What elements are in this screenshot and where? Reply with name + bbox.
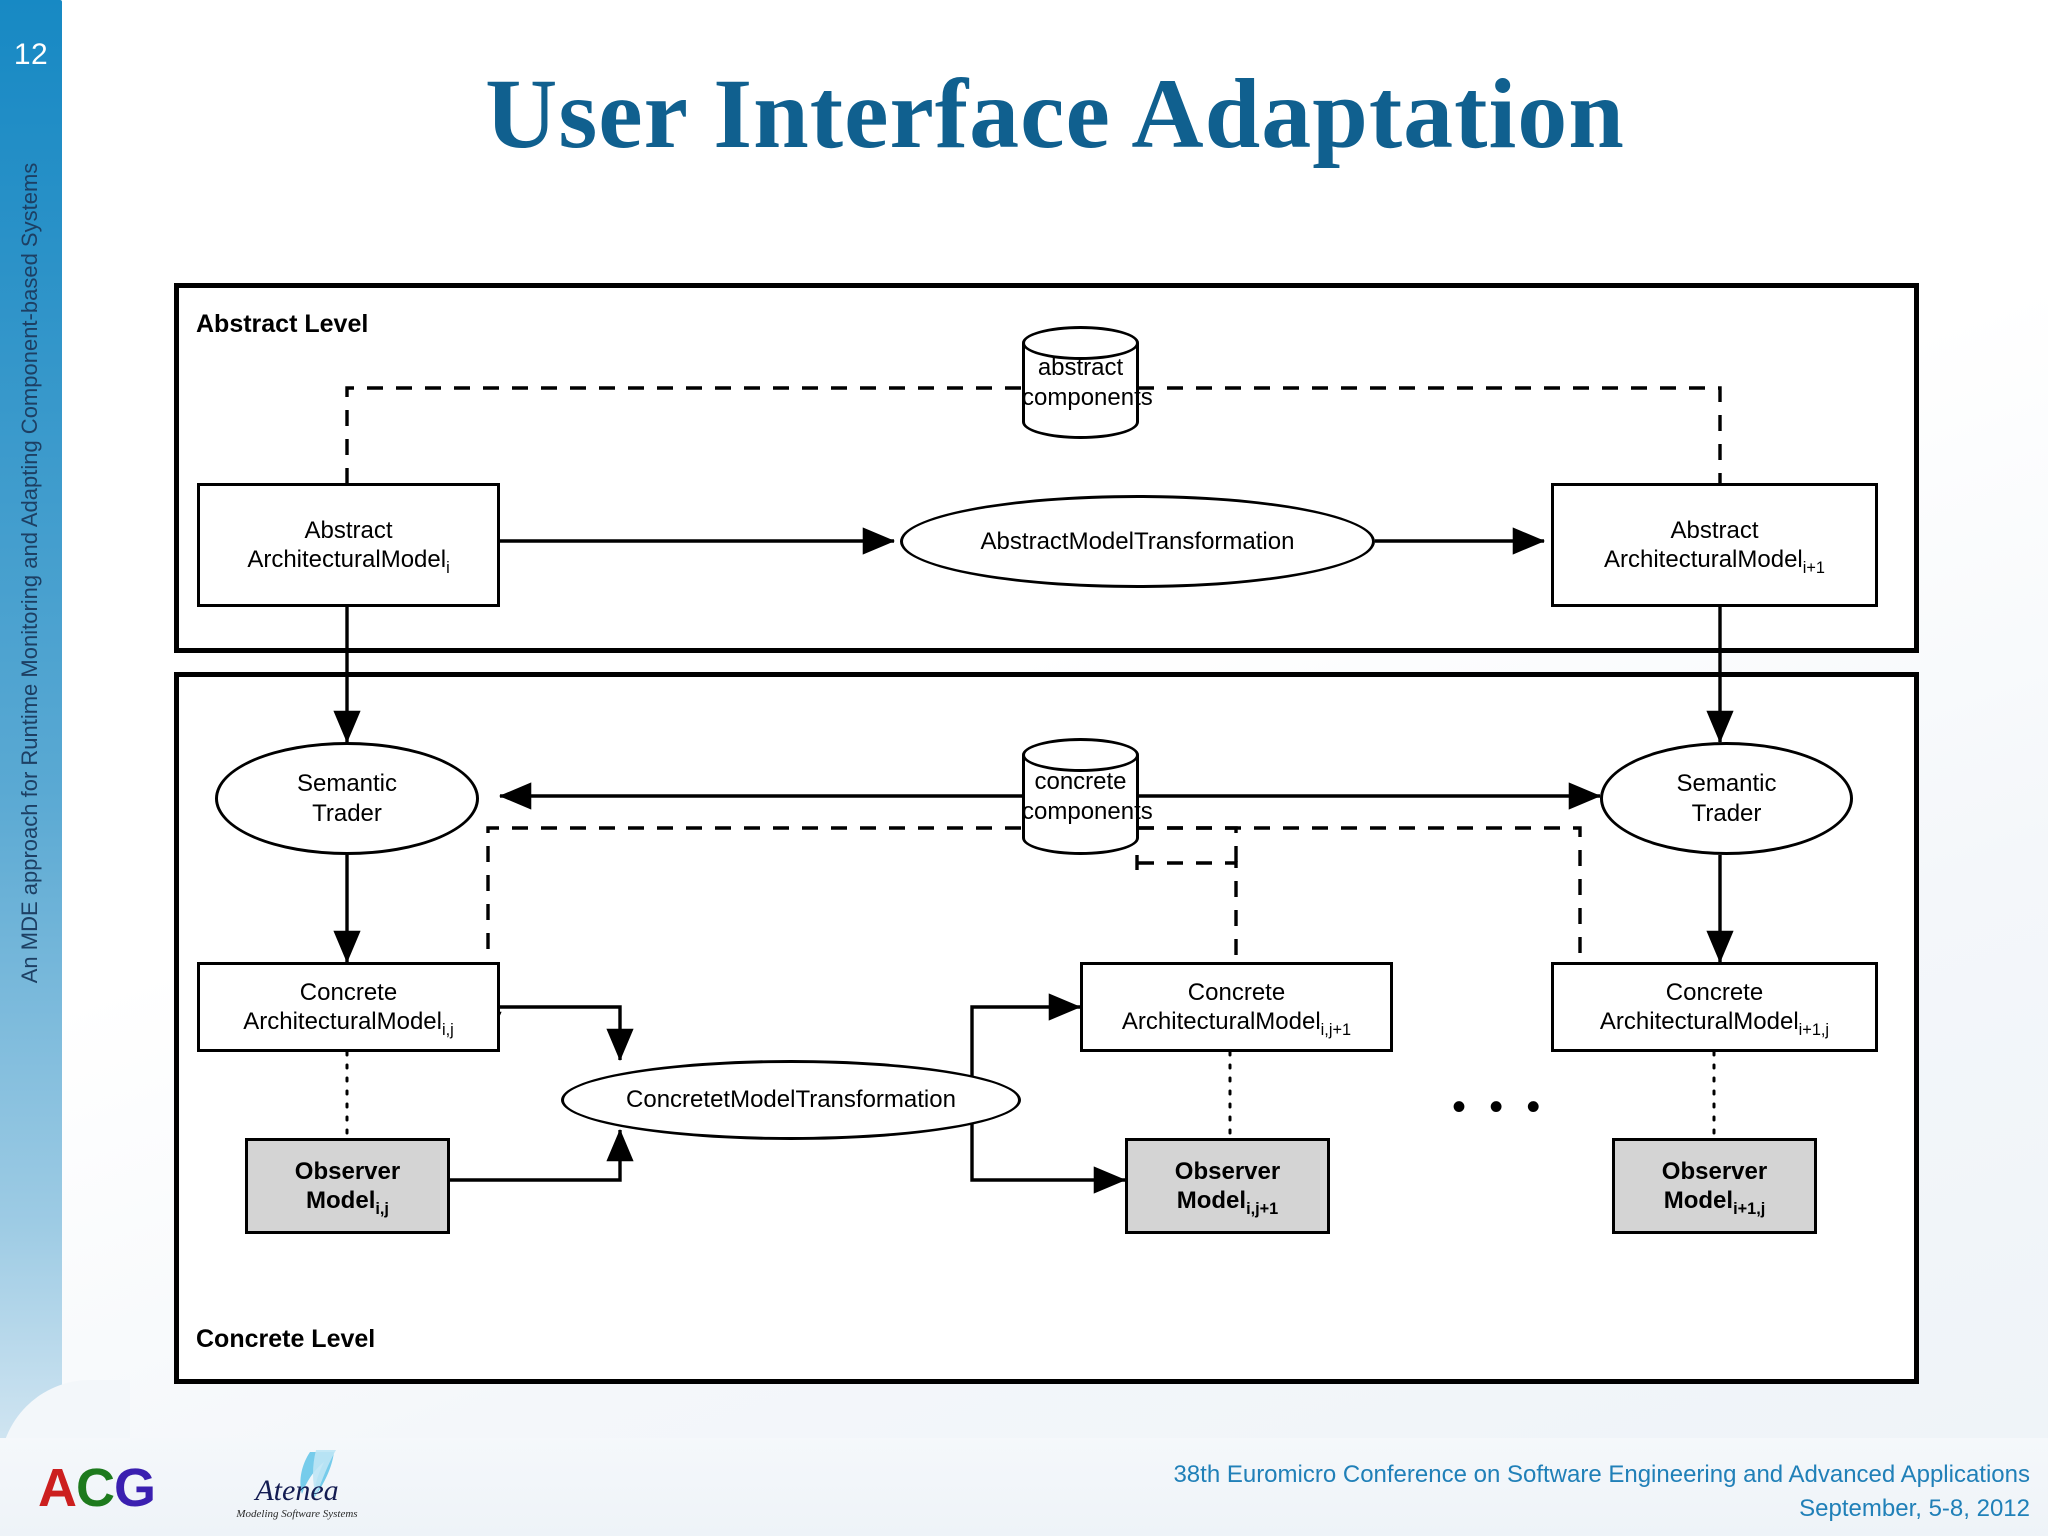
abstract-model-i-sub: i xyxy=(446,558,450,577)
atenea-logo: Atenea Modeling Software Systems xyxy=(232,1448,362,1530)
acg-letter-g: G xyxy=(114,1458,156,1518)
db-top-ellipse xyxy=(1022,738,1139,772)
concrete-model-i1j-text: Concrete ArchitecturalModeli+1,j xyxy=(1599,978,1830,1039)
observer-model-i1j[interactable]: Observer Modeli+1,j xyxy=(1612,1138,1817,1234)
conference-dates: September, 5-8, 2012 xyxy=(1799,1495,2030,1523)
abstract-model-i1-line1: Abstract xyxy=(1670,516,1759,544)
conference-info: 38th Euromicro Conference on Software En… xyxy=(1173,1458,2030,1526)
concrete-model-ij1-text: Concrete ArchitecturalModeli,j+1 xyxy=(1121,978,1352,1039)
semantic-trader-right-text: Semantic Trader xyxy=(1676,769,1776,828)
concrete-model-ij-line1: Concrete xyxy=(299,978,398,1006)
semantic-trader-right[interactable]: Semantic Trader xyxy=(1600,742,1853,855)
semantic-trader-left-line2: Trader xyxy=(312,799,382,827)
concrete-model-ij1-sub: i,j+1 xyxy=(1320,1020,1352,1039)
abstract-components-line2: components xyxy=(1022,383,1153,411)
concrete-architectural-model-ij[interactable]: Concrete ArchitecturalModeli,j xyxy=(197,962,500,1052)
concrete-components-line1: concrete xyxy=(1034,767,1127,795)
abstract-model-i1-text: Abstract ArchitecturalModeli+1 xyxy=(1604,516,1825,577)
concrete-model-ij1-line1: Concrete xyxy=(1187,978,1286,1006)
concrete-model-i1j-sub: i+1,j xyxy=(1798,1020,1830,1039)
page-title: User Interface Adaptation xyxy=(485,58,1625,169)
concrete-level-label: Concrete Level xyxy=(196,1325,376,1353)
acg-logo: ACG xyxy=(38,1457,156,1519)
concrete-model-ij1-line2: ArchitecturalModel xyxy=(1121,1008,1321,1035)
observer-i1j-sub: i+1,j xyxy=(1733,1199,1766,1218)
observer-i1j-line1: Observer xyxy=(1661,1157,1768,1185)
observer-ij1-sub: i,j+1 xyxy=(1246,1199,1279,1218)
observer-ij-text: Observer Modeli,j xyxy=(294,1157,401,1218)
slide-footer xyxy=(0,1438,2048,1536)
semantic-trader-right-line1: Semantic xyxy=(1676,770,1777,798)
abstract-components-label: abstract components xyxy=(1022,353,1153,413)
abstract-model-transformation-label: AbstractModelTransformation xyxy=(980,527,1295,555)
abstract-model-i-text: Abstract ArchitecturalModeli xyxy=(247,516,450,577)
abstract-model-i1-sub: i+1 xyxy=(1802,558,1825,577)
semantic-trader-right-line2: Trader xyxy=(1691,799,1762,827)
observer-model-ij[interactable]: Observer Modeli,j xyxy=(245,1138,450,1234)
observer-i1j-line2: Model xyxy=(1663,1187,1734,1214)
slide-number: 12 xyxy=(13,38,49,71)
semantic-trader-left-text: Semantic Trader xyxy=(297,769,397,828)
db-top-ellipse xyxy=(1022,326,1139,360)
observer-ij-sub: i,j xyxy=(375,1199,389,1218)
semantic-trader-left-line1: Semantic xyxy=(296,770,398,798)
concrete-model-ij-text: Concrete ArchitecturalModeli,j xyxy=(243,978,454,1039)
concrete-model-transformation[interactable]: ConcretetModelTransformation xyxy=(561,1060,1021,1140)
semantic-trader-left[interactable]: Semantic Trader xyxy=(215,742,479,855)
concrete-model-transformation-label: ConcretetModelTransformation xyxy=(626,1086,956,1114)
observer-i1j-text: Observer Modeli+1,j xyxy=(1661,1157,1768,1218)
concrete-architectural-model-ij1[interactable]: Concrete ArchitecturalModeli,j+1 xyxy=(1080,962,1393,1052)
observer-model-ij1[interactable]: Observer Modeli,j+1 xyxy=(1125,1138,1330,1234)
concrete-components-db: concrete components xyxy=(1022,738,1153,855)
abstract-components-line1: abstract xyxy=(1037,353,1124,381)
observer-ij-line1: Observer xyxy=(294,1157,401,1185)
concrete-model-i1j-line1: Concrete xyxy=(1665,978,1764,1006)
acg-letter-c: C xyxy=(76,1458,115,1518)
abstract-model-i1-line2: ArchitecturalModel xyxy=(1604,546,1803,573)
concrete-model-i1j-line2: ArchitecturalModel xyxy=(1599,1008,1799,1035)
observer-ij1-line1: Observer xyxy=(1174,1157,1281,1185)
abstract-components-db: abstract components xyxy=(1022,326,1153,439)
observer-ij-line2: Model xyxy=(306,1187,376,1214)
abstract-level-label: Abstract Level xyxy=(196,310,369,338)
db-mask xyxy=(1025,400,1136,422)
atenea-tagline: Modeling Software Systems xyxy=(236,1508,358,1520)
atenea-name: Atenea xyxy=(255,1474,339,1507)
concrete-architectural-model-i1j[interactable]: Concrete ArchitecturalModeli+1,j xyxy=(1551,962,1878,1052)
concrete-components-label: concrete components xyxy=(1022,767,1153,827)
conference-name: 38th Euromicro Conference on Software En… xyxy=(1173,1461,2030,1488)
abstract-model-transformation[interactable]: AbstractModelTransformation xyxy=(900,495,1375,588)
abstract-model-i-line2: ArchitecturalModel xyxy=(247,546,447,573)
abstract-architectural-model-i1[interactable]: Abstract ArchitecturalModeli+1 xyxy=(1551,483,1878,607)
sequence-ellipsis: • • • xyxy=(1452,1085,1547,1129)
concrete-components-line2: components xyxy=(1022,797,1153,825)
abstract-architectural-model-i[interactable]: Abstract ArchitecturalModeli xyxy=(197,483,500,607)
concrete-model-ij-line2: ArchitecturalModel xyxy=(243,1008,442,1035)
atenea-mark-icon xyxy=(300,1450,336,1498)
db-mask xyxy=(1025,816,1136,838)
concrete-model-ij-sub: i,j xyxy=(441,1020,454,1039)
observer-ij1-line2: Model xyxy=(1176,1187,1247,1214)
acg-letter-a: A xyxy=(38,1458,77,1518)
observer-ij1-text: Observer Modeli,j+1 xyxy=(1174,1157,1281,1218)
slide-side-band xyxy=(0,0,62,1438)
abstract-model-i-line1: Abstract xyxy=(304,516,393,544)
